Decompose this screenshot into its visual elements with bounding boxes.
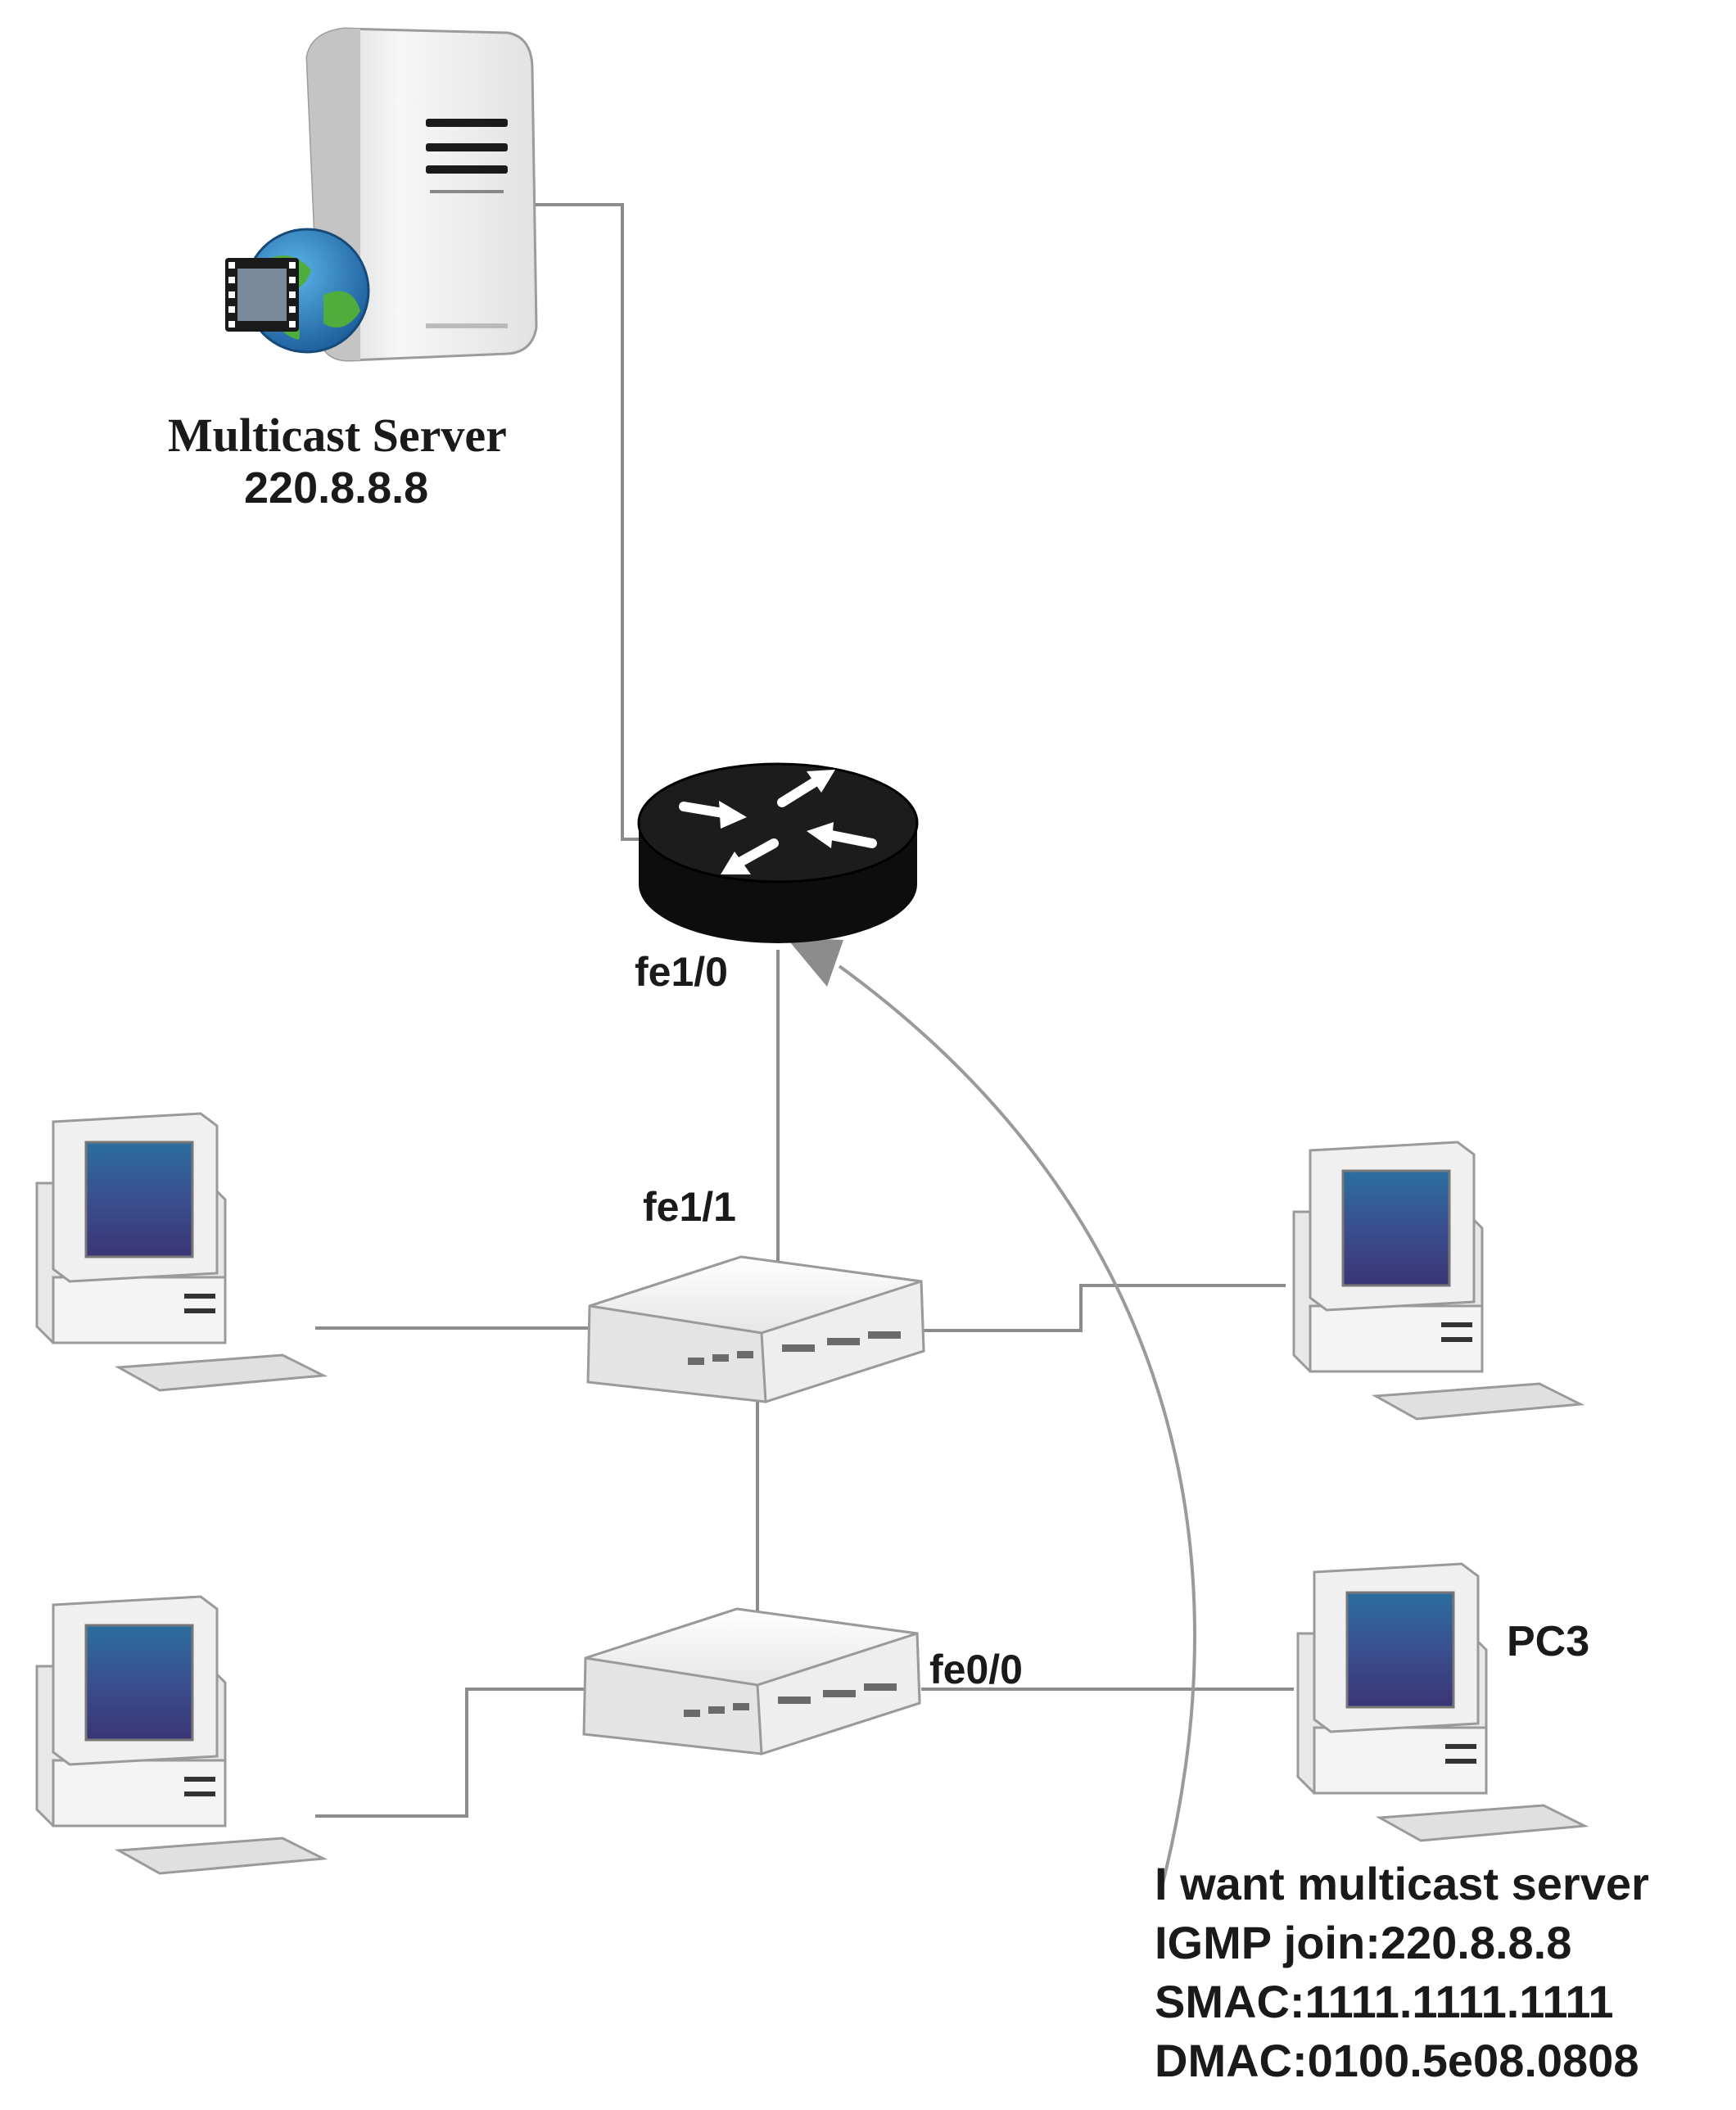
link-switch-top-pc-right-top (924, 1284, 1286, 1332)
igmp-join-arrow (786, 938, 1196, 1884)
switch-top-port-label: fe1/1 (643, 1184, 736, 1230)
igmp-message-block: I want multicast server IGMP join:220.8.… (1155, 1855, 1649, 2090)
switch-bottom-icon (582, 1607, 921, 1756)
pc-left-bottom-icon (35, 1595, 328, 1875)
link-server-router (524, 203, 647, 841)
multicast-server-icon (225, 27, 538, 362)
message-line-1: I want multicast server (1155, 1858, 1649, 1909)
pc3-label: PC3 (1507, 1618, 1590, 1665)
server-name-label: Multicast Server (168, 409, 507, 462)
switch-top-icon (586, 1255, 925, 1404)
message-line-3: SMAC:1111.1111.1111 (1155, 1976, 1614, 2027)
server-ip-label: 220.8.8.8 (244, 463, 429, 513)
router-port-label: fe1/0 (635, 949, 728, 995)
pc3-icon (1296, 1562, 1589, 1842)
message-line-4: DMAC:0100.5e08.0808 (1155, 2035, 1639, 2086)
message-line-2: IGMP join:220.8.8.8 (1155, 1917, 1572, 1968)
pc-left-top-icon (35, 1112, 328, 1392)
switch-bottom-port-label: fe0/0 (929, 1647, 1023, 1692)
router-icon (637, 762, 919, 943)
link-switch-bottom-pc-left-bottom (315, 1688, 585, 1818)
pc-right-top-icon (1292, 1141, 1585, 1421)
